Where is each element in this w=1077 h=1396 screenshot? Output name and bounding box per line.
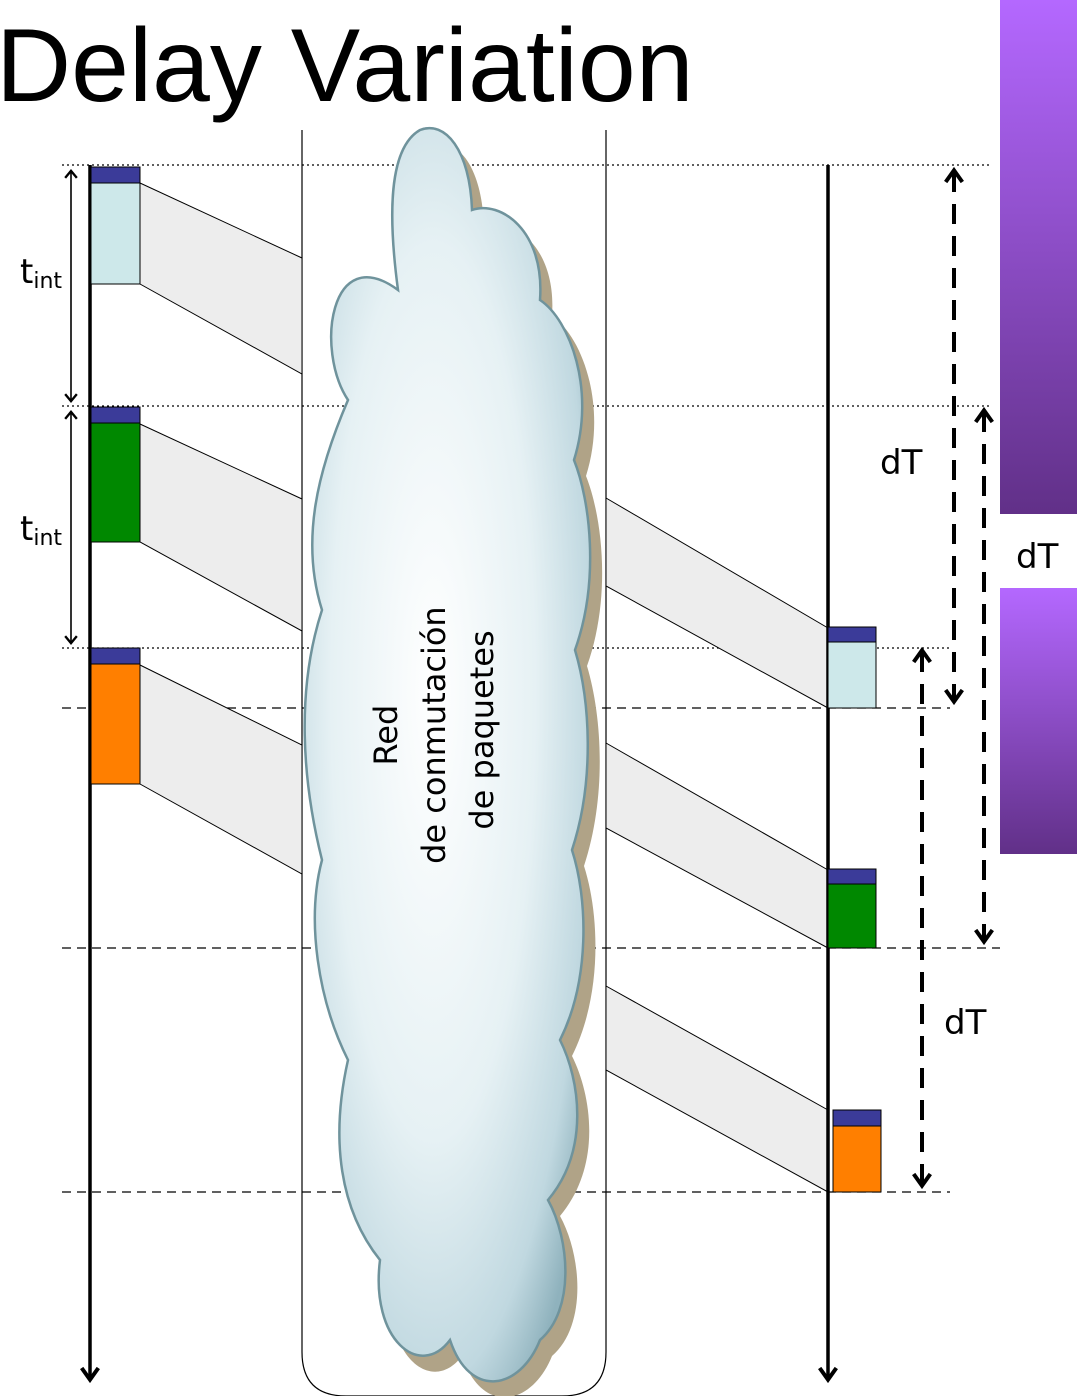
t-int-label-2: tint: [20, 509, 62, 551]
dt-label-3: dT: [944, 1003, 987, 1043]
sent-packet-3-body: [90, 663, 141, 785]
received-packet-2-body: [827, 883, 877, 949]
dt-label-2: dT: [1016, 537, 1059, 577]
cloud-label: Red de conmutación de paquetes: [367, 596, 501, 864]
cloud-label-line-1: Red: [367, 705, 405, 766]
transit-bands-right: [605, 497, 829, 1193]
received-packet-1-body: [827, 641, 877, 709]
received-packets: [827, 626, 882, 1193]
cloud-label-line-2: de conmutación: [415, 606, 453, 864]
slide-title: Delay Variation: [0, 8, 694, 124]
network-tube: [301, 130, 607, 1396]
dt-label-1: dT: [880, 443, 923, 483]
sent-packets: [90, 166, 141, 785]
received-packet-1-header: [827, 626, 877, 643]
t-int-label-1: tint: [20, 252, 62, 294]
received-packet-3-header: [832, 1109, 882, 1127]
cloud-label-line-3: de paquetes: [463, 630, 501, 829]
sent-packet-2-header: [90, 406, 141, 424]
sent-packet-1-body: [90, 182, 141, 285]
sent-packet-2-body: [90, 422, 141, 543]
sent-packet-3-header: [90, 647, 141, 665]
side-bar-bottom: [1000, 588, 1077, 854]
side-bar-top: [1000, 0, 1077, 514]
sent-packet-1-header: [90, 166, 141, 184]
packet-switching-cloud: [303, 127, 592, 1383]
received-packet-2-header: [827, 868, 877, 885]
transit-bands-left: [139, 182, 303, 875]
received-packet-3-body: [832, 1125, 882, 1193]
